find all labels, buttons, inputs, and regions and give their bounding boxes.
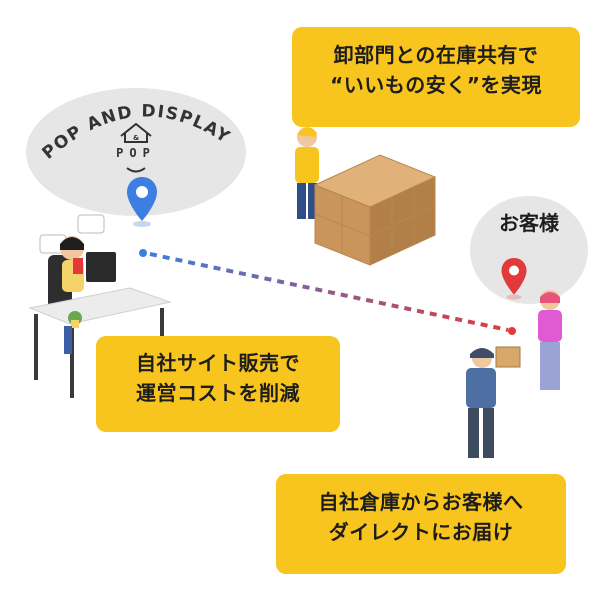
direct-delivery-callout: 自社倉庫からお客様へ ダイレクトにお届け bbox=[276, 474, 566, 574]
own-site-callout: 自社サイト販売で 運営コストを削減 bbox=[96, 336, 340, 432]
courier-illustration bbox=[466, 348, 496, 458]
customer-delivery-illustration bbox=[495, 290, 562, 390]
logo-glyph: POP bbox=[116, 146, 156, 160]
warehouse-boxes-illustration bbox=[295, 127, 437, 266]
direct-line-1: 自社倉庫からお客様へ bbox=[318, 490, 524, 514]
office-desk-illustration bbox=[28, 214, 172, 398]
wholesale-sharing-callout: 卸部門との在庫共有で “いいもの安く”を実現 bbox=[292, 27, 580, 127]
smile-icon bbox=[126, 167, 146, 173]
direct-line-2: ダイレクトにお届け bbox=[328, 520, 514, 544]
house-icon bbox=[120, 122, 152, 143]
wholesale-line-1: 卸部門との在庫共有で bbox=[333, 43, 539, 67]
svg-text:&: & bbox=[133, 134, 139, 142]
customer-bubble bbox=[470, 196, 588, 304]
location-pin-red-icon bbox=[501, 258, 527, 300]
location-pin-blue-icon bbox=[127, 177, 157, 227]
customer-label: お客様 bbox=[499, 211, 559, 235]
pop-and-display-logo: POP AND DISPLAY & POP bbox=[39, 101, 232, 173]
wholesale-line-2: “いいもの安く”を実現 bbox=[330, 73, 542, 97]
own-site-line-1: 自社サイト販売で bbox=[136, 351, 300, 375]
own-site-line-2: 運営コストを削減 bbox=[136, 381, 300, 405]
